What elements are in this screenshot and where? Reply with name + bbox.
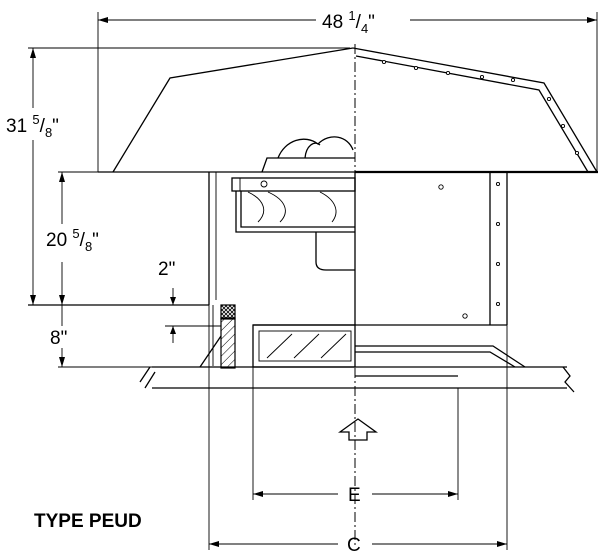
overall-width-label: 48 1/4"	[322, 8, 375, 36]
motor	[231, 136, 356, 271]
dim-c-label: C	[347, 535, 361, 552]
dim-8in	[58, 305, 152, 368]
roof-curb	[199, 304, 236, 369]
base-height-label: 20 5/8"	[46, 226, 99, 254]
fan-body	[208, 172, 526, 368]
dim-overall-height	[28, 47, 350, 305]
diagram-title: TYPE PEUD	[34, 511, 142, 532]
dim-base-height	[28, 171, 209, 306]
dim-e	[252, 367, 459, 500]
side-rivets	[495, 181, 501, 307]
dim-2in	[165, 288, 221, 343]
hood	[98, 47, 598, 174]
dim-c	[208, 305, 508, 550]
curb-8in-label: 8"	[50, 328, 67, 349]
dim-e-label: E	[348, 485, 361, 506]
gap-2in-label: 2"	[158, 259, 175, 280]
overall-height-label: 31 5/8"	[6, 112, 59, 140]
dim-overall-width	[97, 12, 598, 172]
roof-deck	[139, 366, 575, 393]
hood-rivets	[381, 59, 580, 156]
airflow-arrow	[337, 418, 379, 441]
